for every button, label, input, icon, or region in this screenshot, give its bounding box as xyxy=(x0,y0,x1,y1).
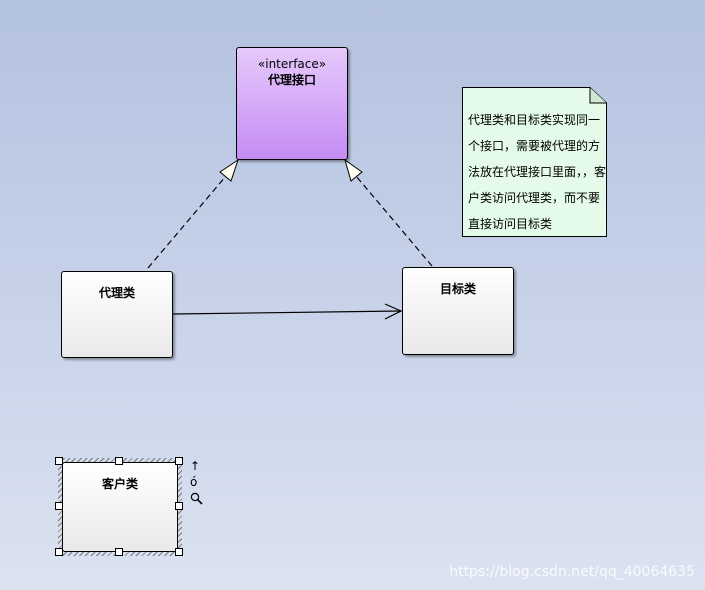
realization-arrowhead-right xyxy=(344,158,363,182)
resize-handle-middle-left[interactable] xyxy=(55,502,63,510)
realization-arrowhead-left xyxy=(219,158,239,182)
link-icon[interactable]: ó xyxy=(190,475,198,489)
class-target-name: 目标类 xyxy=(439,282,476,296)
resize-handle-top-left[interactable] xyxy=(55,457,63,465)
interface-name: 代理接口 xyxy=(267,73,316,87)
note[interactable]: 代理类和目标类实现同一个接口，需要被代理的方法放在代理接口里面，，客户类访问代理… xyxy=(462,87,607,237)
realization-proxy-to-interface[interactable] xyxy=(147,175,227,269)
class-target[interactable]: 目标类 xyxy=(402,267,514,355)
arrow-up-icon[interactable]: ↑ xyxy=(190,459,201,473)
resize-handle-bottom-middle[interactable] xyxy=(115,548,123,556)
association-arrowhead xyxy=(384,303,403,320)
search-icon[interactable] xyxy=(190,492,203,507)
resize-handle-bottom-left[interactable] xyxy=(55,548,63,556)
class-client[interactable]: 客户类 xyxy=(62,462,178,552)
resize-handle-bottom-right[interactable] xyxy=(175,548,183,556)
watermark: https://blog.csdn.net/qq_40064635 xyxy=(449,564,695,580)
interface-proxy-interface[interactable]: «interface» 代理接口 xyxy=(236,47,348,160)
resize-handle-middle-right[interactable] xyxy=(175,502,183,510)
class-proxy-name: 代理类 xyxy=(98,286,135,300)
class-proxy[interactable]: 代理类 xyxy=(61,271,173,358)
note-shape xyxy=(462,87,607,237)
association-proxy-to-target[interactable] xyxy=(172,310,402,315)
resize-handle-top-middle[interactable] xyxy=(115,457,123,465)
interface-stereotype: «interface» xyxy=(257,57,327,71)
class-client-name: 客户类 xyxy=(101,477,138,491)
note-text: 代理类和目标类实现同一个接口，需要被代理的方法放在代理接口里面，，客户类访问代理… xyxy=(468,113,607,231)
realization-target-to-interface[interactable] xyxy=(355,175,433,267)
resize-handle-top-right[interactable] xyxy=(175,457,183,465)
